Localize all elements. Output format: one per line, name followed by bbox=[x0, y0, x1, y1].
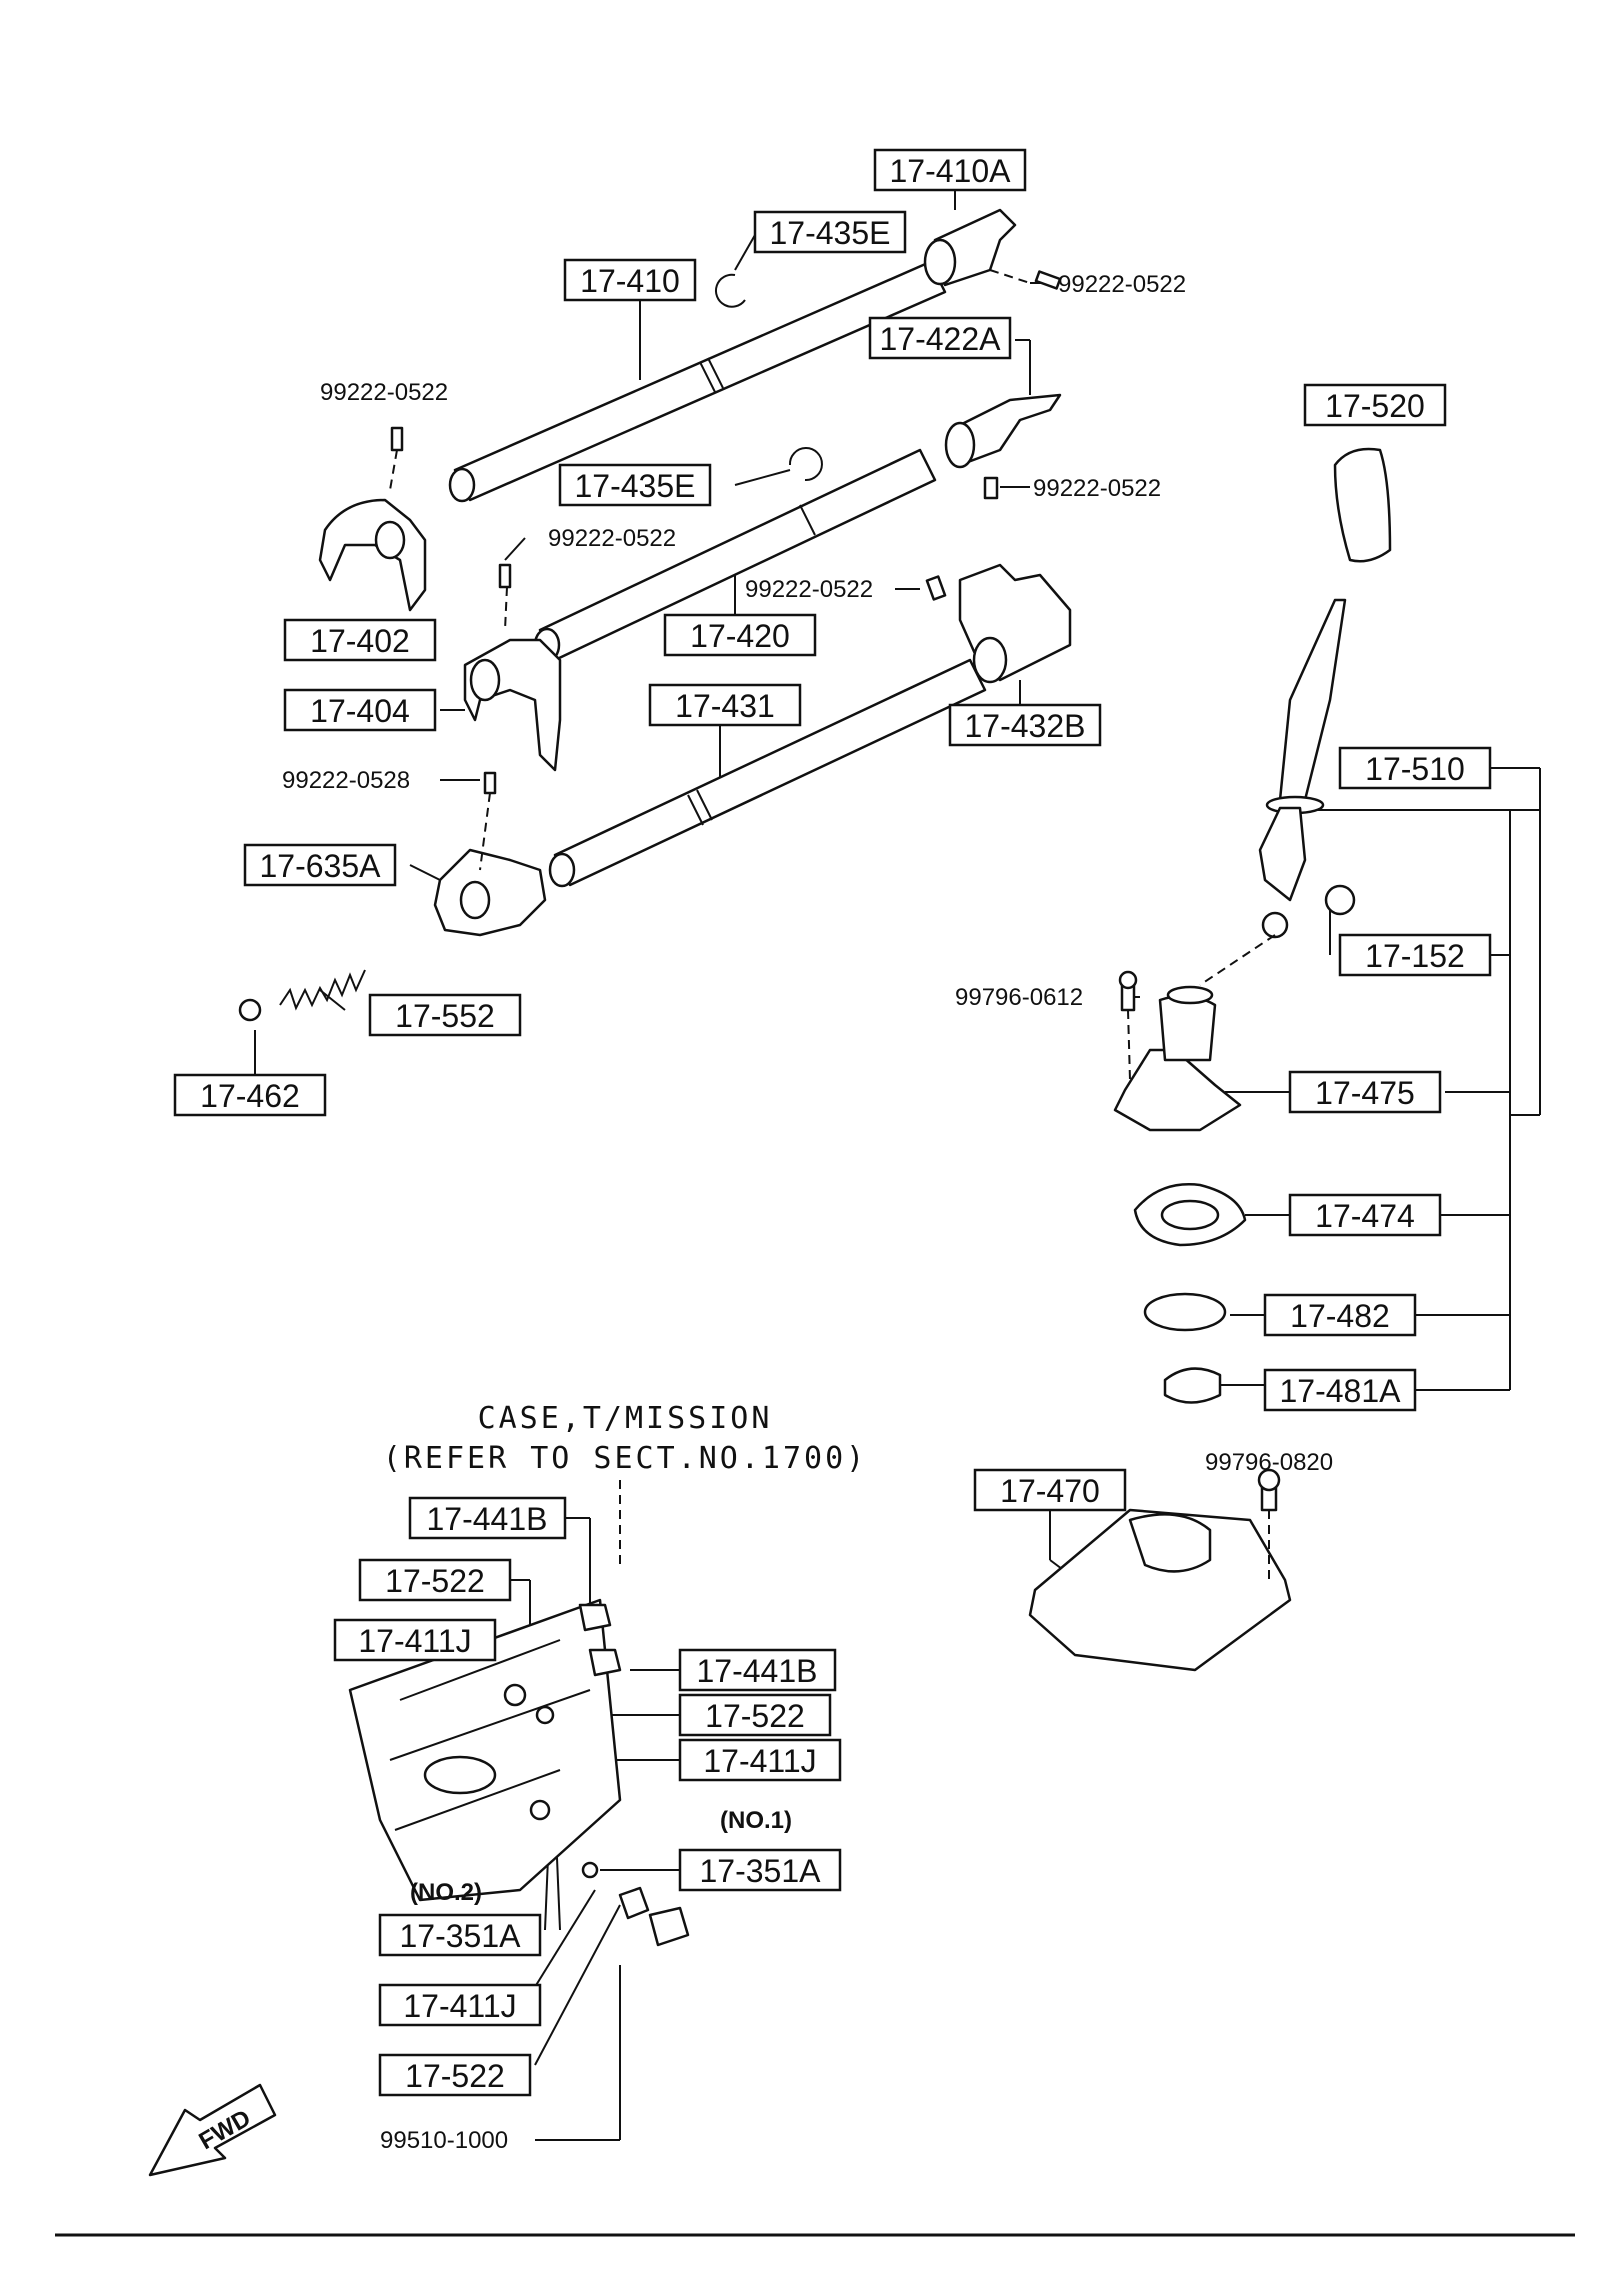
callout-17-432B: 17-432B bbox=[948, 703, 1102, 747]
svg-text:17-522: 17-522 bbox=[405, 2058, 505, 2094]
part-number-99510-1000: 99510-1000 bbox=[380, 2127, 508, 2154]
callout-17-410: 17-410 bbox=[563, 258, 697, 302]
svg-text:17-420: 17-420 bbox=[690, 618, 790, 654]
callout-17-474: 17-474 bbox=[1288, 1193, 1442, 1237]
shift-lever-17-510 bbox=[1278, 598, 1347, 802]
svg-text:17-520: 17-520 bbox=[1325, 388, 1425, 424]
svg-text:17-431: 17-431 bbox=[675, 688, 775, 724]
svg-text:17-470: 17-470 bbox=[1000, 1473, 1100, 1509]
callout-17-481A: 17-481A bbox=[1263, 1368, 1417, 1412]
svg-text:17-635A: 17-635A bbox=[260, 848, 382, 884]
svg-text:17-404: 17-404 bbox=[310, 693, 410, 729]
callout-17-441B-b: 17-441B bbox=[678, 1648, 837, 1692]
part-number-99222-0522-b: 99222-0522 bbox=[320, 379, 448, 406]
svg-text:17-481A: 17-481A bbox=[1280, 1373, 1402, 1409]
svg-text:17-474: 17-474 bbox=[1315, 1198, 1415, 1234]
part-drawings bbox=[55, 208, 1575, 2237]
callout-17-482: 17-482 bbox=[1263, 1293, 1417, 1337]
callout-17-351A-a: 17-351A bbox=[678, 1848, 842, 1892]
callout-17-411J-c: 17-411J bbox=[378, 1983, 542, 2027]
ring-17-462 bbox=[238, 998, 262, 1022]
callout-17-152: 17-152 bbox=[1338, 933, 1492, 977]
note-no1: (NO.1) bbox=[720, 1807, 792, 1834]
callout-17-462: 17-462 bbox=[173, 1073, 327, 1117]
svg-text:17-410: 17-410 bbox=[580, 263, 680, 299]
svg-text:17-411J: 17-411J bbox=[358, 1623, 471, 1659]
svg-text:17-422A: 17-422A bbox=[880, 321, 1002, 357]
callout-17-552: 17-552 bbox=[368, 993, 522, 1037]
callout-17-435E-top: 17-435E bbox=[753, 210, 907, 254]
callout-17-522-c: 17-522 bbox=[378, 2053, 532, 2097]
oring-17-482 bbox=[1143, 1292, 1227, 1332]
callout-17-522-b: 17-522 bbox=[678, 1693, 832, 1737]
callout-17-411J-a: 17-411J bbox=[333, 1618, 497, 1662]
shift-fork-17-635A bbox=[433, 848, 547, 937]
part-number-99222-0522-c: 99222-0522 bbox=[1033, 475, 1161, 502]
svg-text:17-510: 17-510 bbox=[1365, 751, 1465, 787]
callout-17-351A-b: 17-351A bbox=[378, 1913, 542, 1957]
svg-text:17-432B: 17-432B bbox=[965, 708, 1086, 744]
svg-text:17-441B: 17-441B bbox=[697, 1653, 818, 1689]
svg-text:17-441B: 17-441B bbox=[427, 1501, 548, 1537]
callout-17-635A: 17-635A bbox=[243, 843, 397, 887]
note-no2: (NO.2) bbox=[410, 1879, 482, 1906]
boot-17-475 bbox=[1113, 1048, 1242, 1132]
svg-text:17-411J: 17-411J bbox=[703, 1743, 816, 1779]
callout-17-410A: 17-410A bbox=[873, 148, 1027, 192]
svg-text:17-435E: 17-435E bbox=[575, 468, 696, 504]
svg-text:17-462: 17-462 bbox=[200, 1078, 300, 1114]
part-number-99222-0528: 99222-0528 bbox=[282, 767, 410, 794]
svg-text:17-351A: 17-351A bbox=[400, 1918, 522, 1954]
svg-text:17-552: 17-552 bbox=[395, 998, 495, 1034]
callout-17-404: 17-404 bbox=[283, 688, 437, 732]
transmission-case bbox=[348, 1598, 622, 1902]
bushing-17-152 bbox=[1324, 884, 1356, 916]
callout-17-431: 17-431 bbox=[648, 683, 802, 727]
callout-17-520: 17-520 bbox=[1303, 383, 1447, 427]
svg-text:17-152: 17-152 bbox=[1365, 938, 1465, 974]
callout-17-441B-a: 17-441B bbox=[408, 1496, 567, 1540]
svg-text:17-475: 17-475 bbox=[1315, 1075, 1415, 1111]
svg-text:17-351A: 17-351A bbox=[700, 1853, 822, 1889]
part-number-99222-0522-e: 99222-0522 bbox=[745, 576, 873, 603]
shift-fork-17-404 bbox=[463, 638, 562, 772]
part-number-99796-0820: 99796-0820 bbox=[1205, 1449, 1333, 1476]
svg-text:17-482: 17-482 bbox=[1290, 1298, 1390, 1334]
svg-text:17-402: 17-402 bbox=[310, 623, 410, 659]
callout-17-411J-b: 17-411J bbox=[678, 1738, 842, 1782]
callout-17-422A: 17-422A bbox=[868, 316, 1012, 360]
callout-17-510: 17-510 bbox=[1338, 746, 1492, 790]
shift-fork-17-402 bbox=[318, 498, 427, 612]
spring-17-552 bbox=[279, 969, 366, 1011]
case-note-line2: (REFER TO SECT.NO.1700) bbox=[383, 1441, 867, 1476]
shift-knob-17-520 bbox=[1333, 447, 1392, 563]
callout-17-402: 17-402 bbox=[283, 618, 437, 662]
svg-text:17-411J: 17-411J bbox=[403, 1988, 516, 2024]
svg-text:17-522: 17-522 bbox=[705, 1698, 805, 1734]
callout-17-420: 17-420 bbox=[663, 613, 817, 657]
callout-17-470: 17-470 bbox=[973, 1468, 1127, 1512]
svg-text:17-435E: 17-435E bbox=[770, 215, 891, 251]
fwd-arrow bbox=[148, 2083, 277, 2177]
callout-17-475: 17-475 bbox=[1288, 1070, 1442, 1114]
callout-17-522-a: 17-522 bbox=[358, 1558, 512, 1602]
part-number-99796-0612: 99796-0612 bbox=[955, 984, 1083, 1011]
case-note-line1: CASE,T/MISSION bbox=[478, 1401, 773, 1436]
callout-17-435E-mid: 17-435E bbox=[558, 463, 712, 507]
bushing-17-481A bbox=[1163, 1367, 1222, 1404]
svg-text:17-522: 17-522 bbox=[385, 1563, 485, 1599]
leader-lines bbox=[254, 190, 1541, 2141]
part-number-99222-0522-a: 99222-0522 bbox=[1058, 271, 1186, 298]
part-number-99222-0522-d: 99222-0522 bbox=[548, 525, 676, 552]
svg-text:17-410A: 17-410A bbox=[890, 153, 1012, 189]
